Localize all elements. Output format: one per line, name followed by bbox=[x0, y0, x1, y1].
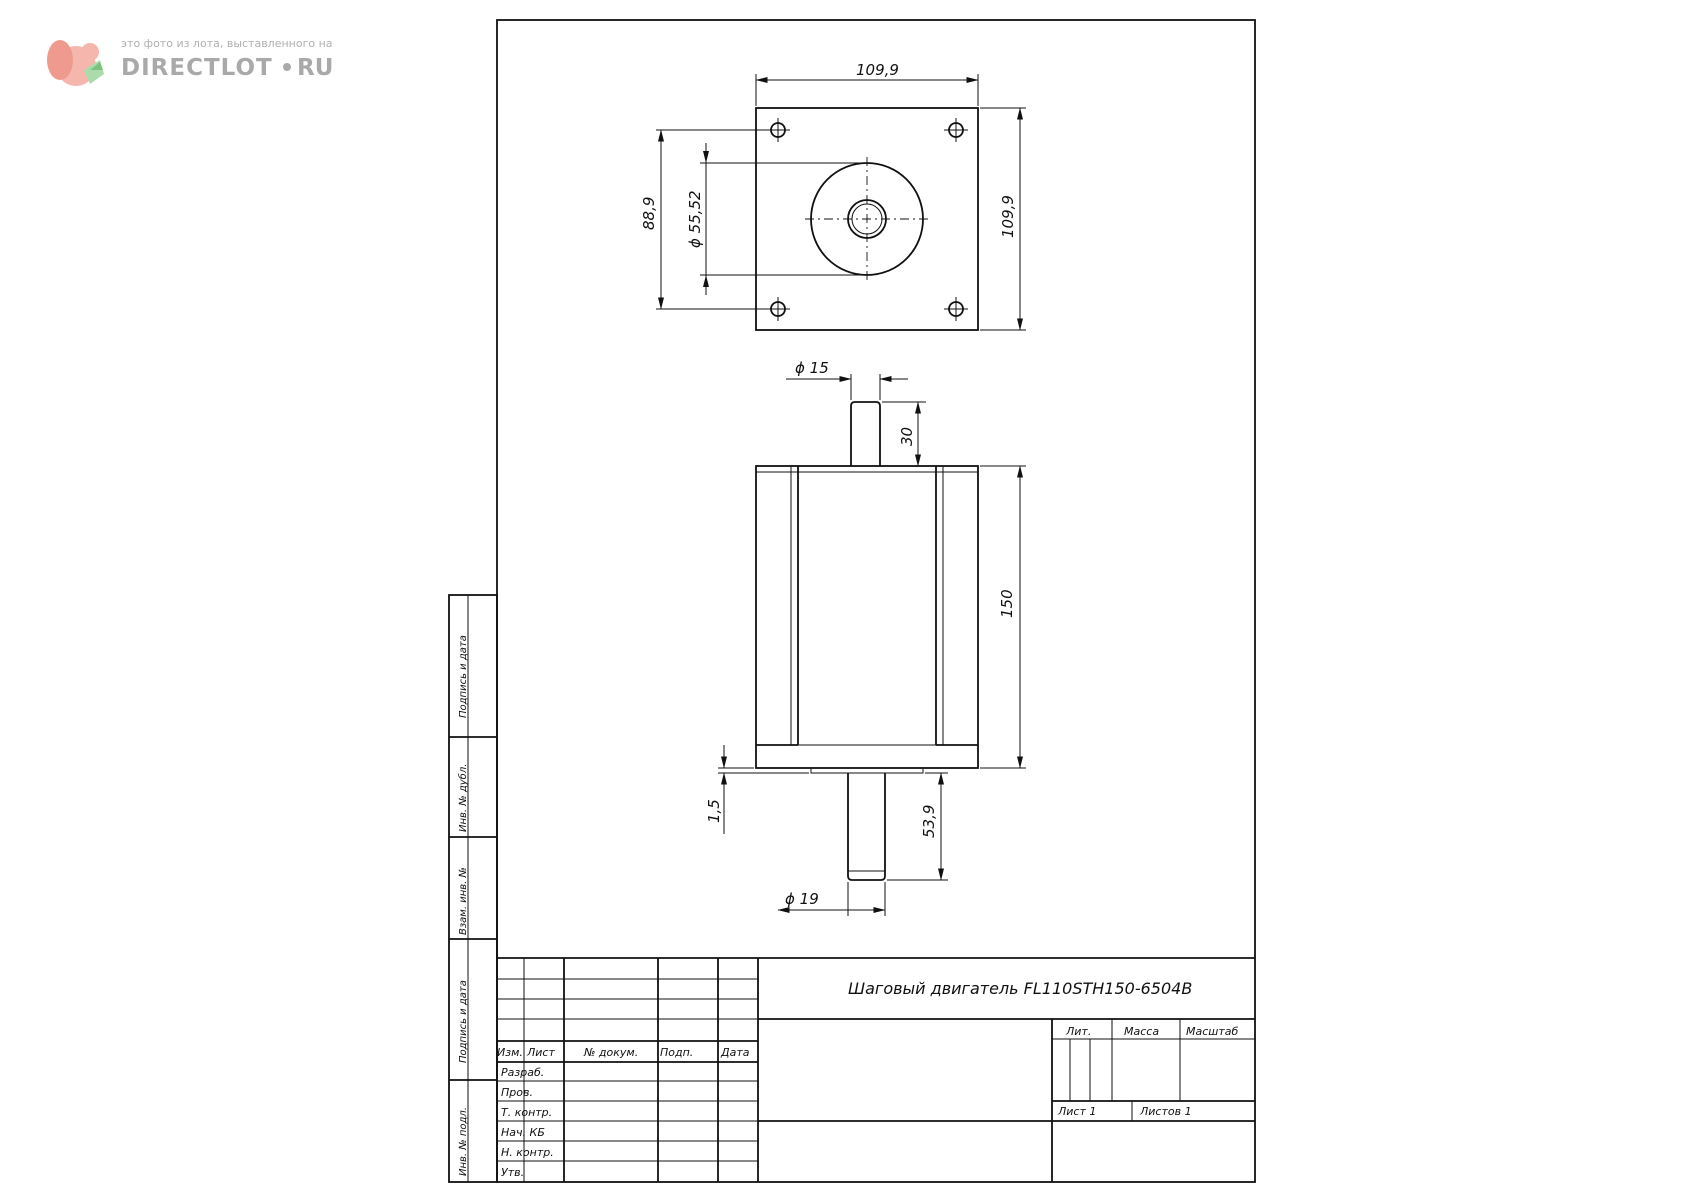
motor-body bbox=[755, 465, 979, 769]
side-stamp-cell-1: Подпись и дата bbox=[458, 635, 469, 718]
drawing-title: Шаговый двигатель FL110STH150-6504B bbox=[848, 979, 1192, 998]
dim-front-shaft-diameter: ϕ 15 bbox=[795, 359, 829, 377]
side-stamp-cell-2: Инв. № дубл. bbox=[457, 764, 469, 832]
header-list: Лист bbox=[526, 1046, 555, 1059]
side-view: ϕ 15 30 150 1,5 53,9 ϕ 19 bbox=[705, 359, 1026, 916]
header-doc-no: № докум. bbox=[583, 1046, 638, 1059]
role-norm-control: Н. контр. bbox=[501, 1146, 554, 1159]
dim-boss-diameter: ϕ 55,52 bbox=[686, 190, 704, 248]
role-checker: Пров. bbox=[501, 1086, 533, 1099]
side-stamp-cell-5: Инв. № подл. bbox=[458, 1107, 469, 1176]
front-shaft bbox=[850, 401, 881, 466]
title-block: Шаговый двигатель FL110STH150-6504B Изм.… bbox=[497, 957, 1255, 1182]
rear-shaft bbox=[847, 773, 886, 881]
dim-front-shaft-length: 30 bbox=[898, 427, 916, 446]
header-sign: Подп. bbox=[660, 1046, 693, 1059]
watermark-dot bbox=[283, 63, 291, 71]
watermark: это фото из лота, выставленного на DIREC… bbox=[47, 37, 333, 86]
role-head-kb: Нач. КБ bbox=[501, 1126, 545, 1139]
role-approved: Утв. bbox=[501, 1166, 524, 1179]
side-stamp-cell-3: Взам. инв. № bbox=[458, 867, 469, 935]
watermark-domain: RU bbox=[297, 55, 333, 81]
flange-square bbox=[755, 107, 979, 331]
dim-body-length: 150 bbox=[998, 589, 1016, 618]
side-stamp: Подпись и дата Инв. № дубл. Взам. инв. №… bbox=[448, 594, 498, 1183]
top-view: 109,9 109,9 88,9 ϕ 55,52 bbox=[640, 61, 1026, 331]
role-tech-control: Т. контр. bbox=[501, 1106, 552, 1119]
dim-flange-gap: 1,5 bbox=[705, 799, 723, 823]
label-mass: Масса bbox=[1124, 1025, 1159, 1038]
mounting-hole bbox=[944, 297, 968, 321]
mounting-hole bbox=[944, 118, 968, 142]
rear-flange bbox=[810, 767, 924, 774]
dim-hole-spacing: 88,9 bbox=[640, 197, 658, 230]
role-developer: Разраб. bbox=[501, 1066, 544, 1079]
dim-right-height: 109,9 bbox=[999, 195, 1017, 238]
watermark-caption: это фото из лота, выставленного на bbox=[121, 37, 333, 50]
dim-top-width: 109,9 bbox=[856, 61, 899, 79]
dim-rear-shaft-diameter: ϕ 19 bbox=[785, 890, 819, 908]
watermark-brand: DIRECTLOT bbox=[121, 55, 273, 81]
squirrel-icon bbox=[47, 40, 104, 86]
label-sheets: Листов 1 bbox=[1139, 1105, 1192, 1118]
label-lit: Лит. bbox=[1065, 1025, 1091, 1038]
side-stamp-cell-4: Подпись и дата bbox=[458, 980, 469, 1063]
label-sheet: Лист 1 bbox=[1057, 1105, 1096, 1118]
dim-rear-shaft-length: 53,9 bbox=[920, 805, 938, 838]
header-izm: Изм. bbox=[497, 1046, 523, 1059]
sheet-frame bbox=[496, 19, 1256, 1183]
label-scale: Масштаб bbox=[1186, 1025, 1238, 1038]
header-date: Дата bbox=[720, 1046, 750, 1059]
